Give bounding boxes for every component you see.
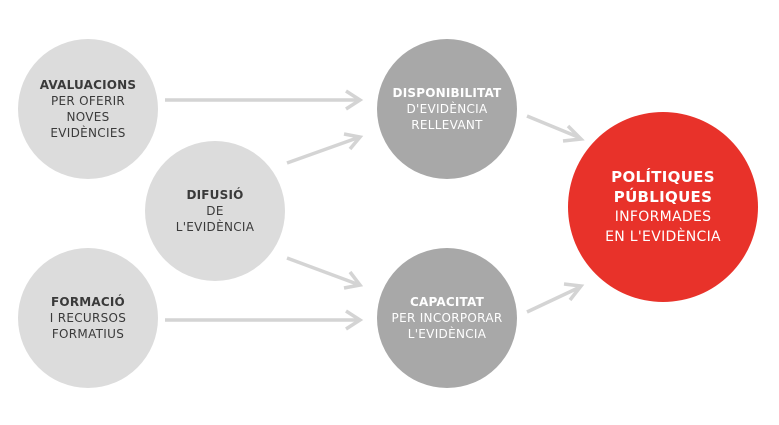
node-politiques-publiques: POLÍTIQUES PÚBLIQUES INFORMADES EN L'EVI…: [568, 112, 758, 302]
node-line: PER OFERIR: [50, 94, 126, 108]
node-title: CAPACITAT: [410, 295, 484, 309]
node-title: FORMACIÓ: [51, 295, 125, 309]
node-line: PER INCORPORAR: [391, 311, 503, 325]
node-disponibilitat: DISPONIBILITAT D'EVIDÈNCIA RELLEVANT: [377, 39, 517, 179]
node-line: D'EVIDÈNCIA: [406, 102, 488, 116]
node-title: AVALUACIONS: [39, 78, 137, 92]
arrow-formacio-to-capacitat: [165, 309, 364, 331]
node-line: I RECURSOS: [49, 311, 127, 325]
node-line: EVIDÈNCIES: [50, 126, 126, 140]
node-title: POLÍTIQUES: [611, 168, 715, 186]
node-title: DIFUSIÓ: [186, 188, 244, 202]
node-line: NOVES: [66, 110, 110, 124]
node-line: FORMATIUS: [51, 327, 125, 341]
node-line: RELLEVANT: [411, 118, 483, 132]
node-avaluacions: AVALUACIONS PER OFERIR NOVES EVIDÈNCIES: [18, 39, 158, 179]
node-formacio: FORMACIÓ I RECURSOS FORMATIUS: [18, 248, 158, 388]
node-title: DISPONIBILITAT: [392, 86, 502, 100]
node-difusio: DIFUSIÓ DE L'EVIDÈNCIA: [145, 141, 285, 281]
node-line: EN L'EVIDÈNCIA: [605, 229, 721, 245]
node-line: L'EVIDÈNCIA: [175, 220, 255, 234]
node-line: L'EVIDÈNCIA: [407, 327, 487, 341]
arrow-difusio-to-capacitat: [286, 256, 364, 290]
node-line: DE: [206, 204, 224, 218]
arrow-difusio-to-disponibilitat: [286, 132, 364, 165]
node-line: INFORMADES: [614, 209, 712, 225]
arrow-disponibilitat-to-politiques: [526, 114, 585, 143]
arrow-avaluacions-to-disponibilitat: [165, 89, 364, 111]
node-title: PÚBLIQUES: [613, 188, 713, 206]
arrow-capacitat-to-politiques: [526, 282, 585, 314]
node-capacitat: CAPACITAT PER INCORPORAR L'EVIDÈNCIA: [377, 248, 517, 388]
